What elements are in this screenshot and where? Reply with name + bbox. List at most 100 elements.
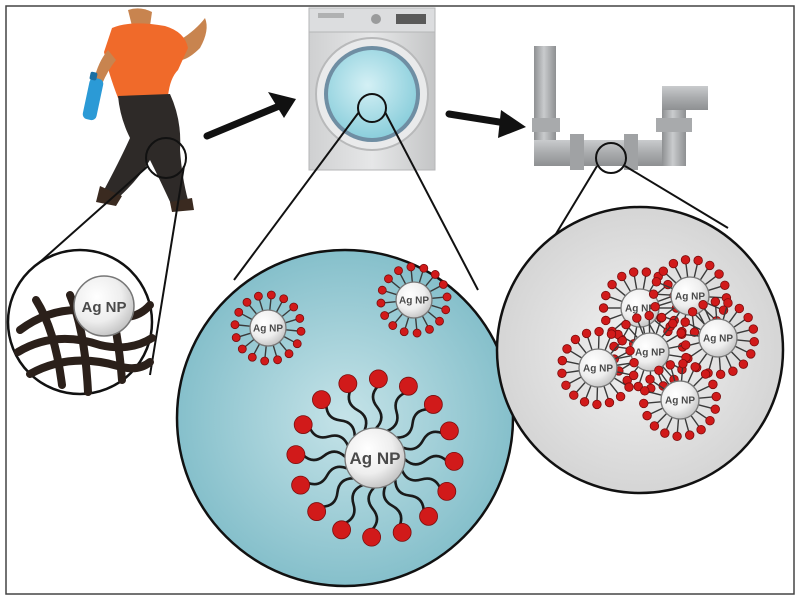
ligand-tail bbox=[730, 351, 742, 363]
ligand-head bbox=[399, 327, 409, 337]
coated-nanoparticle: Ag NP bbox=[557, 326, 639, 410]
ligand-tail bbox=[393, 478, 425, 513]
ligand-head bbox=[441, 305, 451, 315]
ligand-head bbox=[562, 344, 572, 354]
ligand-head bbox=[260, 356, 270, 366]
ligand-head bbox=[615, 391, 626, 402]
ligand-tail bbox=[670, 368, 676, 382]
ligand-head bbox=[660, 428, 670, 438]
ligand-head bbox=[247, 352, 257, 362]
ligand-tail bbox=[613, 377, 627, 386]
coated-nanoparticle: Ag NP bbox=[286, 369, 464, 547]
ligand-head bbox=[419, 506, 438, 526]
ligand-head bbox=[696, 425, 706, 435]
ligand-head bbox=[672, 431, 682, 442]
ligand-tail bbox=[668, 354, 683, 358]
ligand-tail bbox=[382, 484, 403, 527]
fabric-zoom-marker bbox=[145, 137, 187, 179]
ligand-tail bbox=[736, 329, 751, 335]
ligand-head bbox=[570, 334, 581, 345]
ligand-head bbox=[230, 320, 240, 330]
ligand-head bbox=[748, 324, 759, 334]
ligand-head bbox=[617, 336, 627, 346]
ligand-tail bbox=[638, 369, 645, 384]
ligand-tail bbox=[655, 320, 662, 335]
ligand-tail bbox=[264, 345, 267, 358]
ligand-tail bbox=[569, 350, 583, 359]
zoom-line bbox=[624, 165, 729, 229]
ligand-head bbox=[273, 355, 282, 365]
ligand-head bbox=[234, 307, 244, 317]
ligand-tail bbox=[633, 326, 638, 341]
drain-zoom-marker bbox=[595, 142, 627, 174]
ligand-head bbox=[715, 369, 726, 380]
ligand-head bbox=[710, 296, 721, 307]
ligand-tail bbox=[659, 282, 673, 290]
ligand-tail bbox=[285, 318, 297, 324]
ligand-tail bbox=[347, 389, 368, 432]
ligand-tail bbox=[698, 404, 713, 409]
zoom-line bbox=[384, 111, 479, 291]
ligand-head bbox=[581, 328, 592, 339]
ligand-tail bbox=[410, 270, 414, 283]
ligand-head bbox=[284, 349, 294, 359]
ligand-head bbox=[617, 271, 627, 282]
ligand-tail bbox=[575, 381, 586, 394]
ligand-head bbox=[293, 415, 313, 434]
ligand-head bbox=[338, 374, 358, 394]
ligand-head bbox=[746, 349, 756, 359]
ligand-head bbox=[312, 390, 331, 410]
ligand-head bbox=[419, 263, 429, 273]
ligand-head bbox=[648, 289, 659, 299]
ligand-head bbox=[645, 374, 655, 385]
ligand-tail bbox=[275, 301, 283, 313]
ligand-head bbox=[399, 376, 418, 396]
ligand-head bbox=[714, 269, 724, 279]
ligand-tail bbox=[258, 299, 264, 311]
ligand-head bbox=[678, 358, 688, 369]
ligand-tail bbox=[281, 308, 292, 318]
ligand-head bbox=[700, 369, 711, 379]
ligand-head bbox=[242, 297, 252, 307]
ligand-tail bbox=[565, 360, 580, 365]
ligand-head bbox=[380, 311, 390, 320]
ligand-head bbox=[442, 292, 452, 302]
ligand-head bbox=[657, 312, 667, 323]
nanoparticle bbox=[73, 275, 135, 337]
ligand-tail bbox=[685, 333, 700, 337]
ligand-tail bbox=[665, 273, 677, 284]
ligand-tail bbox=[622, 279, 632, 292]
ligand-tail bbox=[430, 304, 443, 310]
ligand-tail bbox=[400, 469, 442, 490]
ligand-tail bbox=[694, 313, 706, 325]
ligand-tail bbox=[272, 345, 278, 357]
ligand-tail bbox=[647, 401, 662, 404]
nanoparticle-label: Ag NP bbox=[82, 299, 127, 316]
ligand-head bbox=[557, 368, 567, 378]
ligand-tail bbox=[696, 385, 711, 393]
ligand-tail bbox=[703, 307, 711, 321]
ligand-tail bbox=[649, 407, 664, 415]
ligand-head bbox=[680, 317, 690, 327]
ligand-tail bbox=[663, 306, 676, 317]
ligand-head bbox=[291, 475, 311, 495]
nanoparticle-label: Ag NP bbox=[703, 334, 733, 345]
ligand-head bbox=[625, 346, 635, 356]
ligand-head bbox=[425, 324, 434, 334]
ligand-tail bbox=[690, 348, 703, 358]
ligand-tail bbox=[614, 351, 628, 360]
ligand-tail bbox=[306, 465, 349, 486]
ligand-head bbox=[607, 279, 617, 290]
ligand-head bbox=[286, 445, 306, 465]
ligand-tail bbox=[427, 310, 438, 320]
ligand-tail bbox=[586, 336, 593, 351]
ligand-tail bbox=[658, 300, 673, 307]
ligand-tail bbox=[585, 385, 592, 399]
ligand-head bbox=[632, 313, 642, 323]
drain-pipe-icon bbox=[532, 46, 708, 174]
nanoparticle bbox=[698, 318, 738, 358]
ligand-tail bbox=[627, 326, 638, 339]
ligand-tail bbox=[429, 285, 441, 293]
ligand-head bbox=[649, 421, 660, 431]
